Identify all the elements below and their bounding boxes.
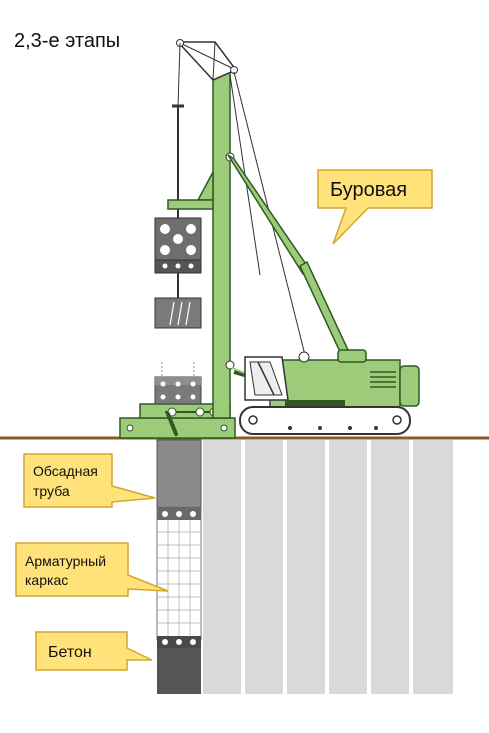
borehole [156,439,202,694]
callout-rig: Буровая [317,169,433,245]
stage-title: 2,3-е этапы [14,30,121,52]
rig-carrier [244,349,420,408]
reinforcement-cage [156,506,202,648]
soil-panel [371,440,409,694]
casing-head [154,362,202,405]
callout-casing-line1: Обсадная [33,463,98,479]
soil-panel [413,440,453,694]
callout-concrete: Бетон [35,631,153,671]
concrete-fill [157,648,201,694]
soil-panels [203,440,453,694]
rig-mast [167,39,238,419]
casing-pipe [156,439,202,508]
callout-cage-line1: Арматурный [25,553,106,569]
callout-cage: Арматурный каркас [15,542,169,597]
callout-casing-line2: труба [33,483,70,499]
soil-panel [287,440,325,694]
callout-cage-line2: каркас [25,572,68,588]
soil-panel [245,440,283,694]
drill-bucket [154,297,202,329]
rig-base-platform [119,403,236,439]
callout-concrete-text: Бетон [48,644,92,661]
soil-panel [203,440,241,694]
callout-casing: Обсадная труба [23,453,156,508]
callout-rig-text: Буровая [330,179,407,201]
crawler-track [239,406,411,435]
soil-panel [329,440,367,694]
rotary-head [154,217,202,274]
